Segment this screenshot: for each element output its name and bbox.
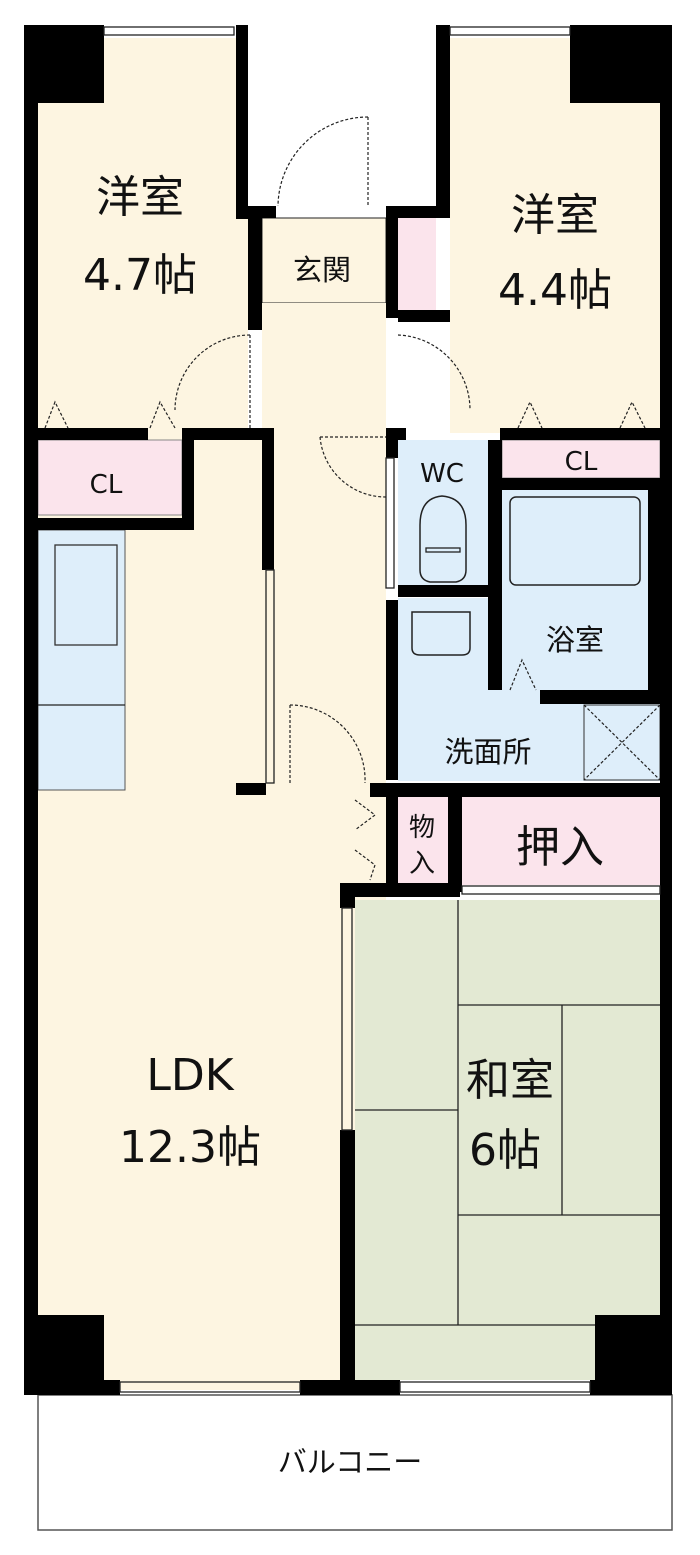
pillar — [24, 25, 104, 103]
washitsu-floor — [355, 900, 660, 1380]
storage-floor — [398, 797, 448, 883]
sink — [54, 544, 118, 646]
oshiire-floor — [462, 797, 660, 885]
western-room-2-label: 洋室 — [511, 190, 599, 241]
balcony-label: バルコニー — [278, 1445, 422, 1479]
western-room-1-label: 洋室 — [96, 172, 184, 223]
door-swings — [44, 116, 646, 881]
closet-right-label: CL — [565, 447, 598, 477]
pillar — [570, 25, 672, 103]
shoe-closet — [398, 218, 436, 310]
closet-left-label: CL — [90, 470, 123, 500]
storage-label-1: 物 — [409, 813, 435, 843]
wash-basin-icon — [411, 611, 471, 656]
western-room-2-floor — [450, 38, 660, 433]
balcony-area — [37, 1394, 673, 1531]
western-room-2-size: 4.4帖 — [498, 265, 612, 316]
walls — [24, 25, 672, 1395]
pillar — [24, 1315, 104, 1395]
oshiire-label: 押入 — [516, 822, 604, 873]
western-room-1-floor — [38, 38, 248, 433]
entrance-label: 玄関 — [293, 253, 351, 287]
storage-label-2: 入 — [409, 849, 435, 879]
washitsu-size: 6帖 — [469, 1125, 541, 1176]
windows — [103, 26, 661, 1393]
ldk-label: LDK — [146, 1050, 234, 1101]
western-room-1-size: 4.7帖 — [83, 250, 197, 301]
pillar — [595, 1315, 672, 1395]
washing-machine-space — [583, 704, 661, 781]
bath-label: 浴室 — [546, 623, 604, 657]
bathtub-icon — [509, 496, 641, 586]
wc-label: WC — [420, 459, 464, 489]
washitsu-label: 和室 — [466, 1055, 554, 1106]
toilet-icon — [419, 495, 467, 583]
washroom-label: 洗面所 — [444, 735, 531, 769]
ldk-size: 12.3帖 — [119, 1122, 261, 1173]
